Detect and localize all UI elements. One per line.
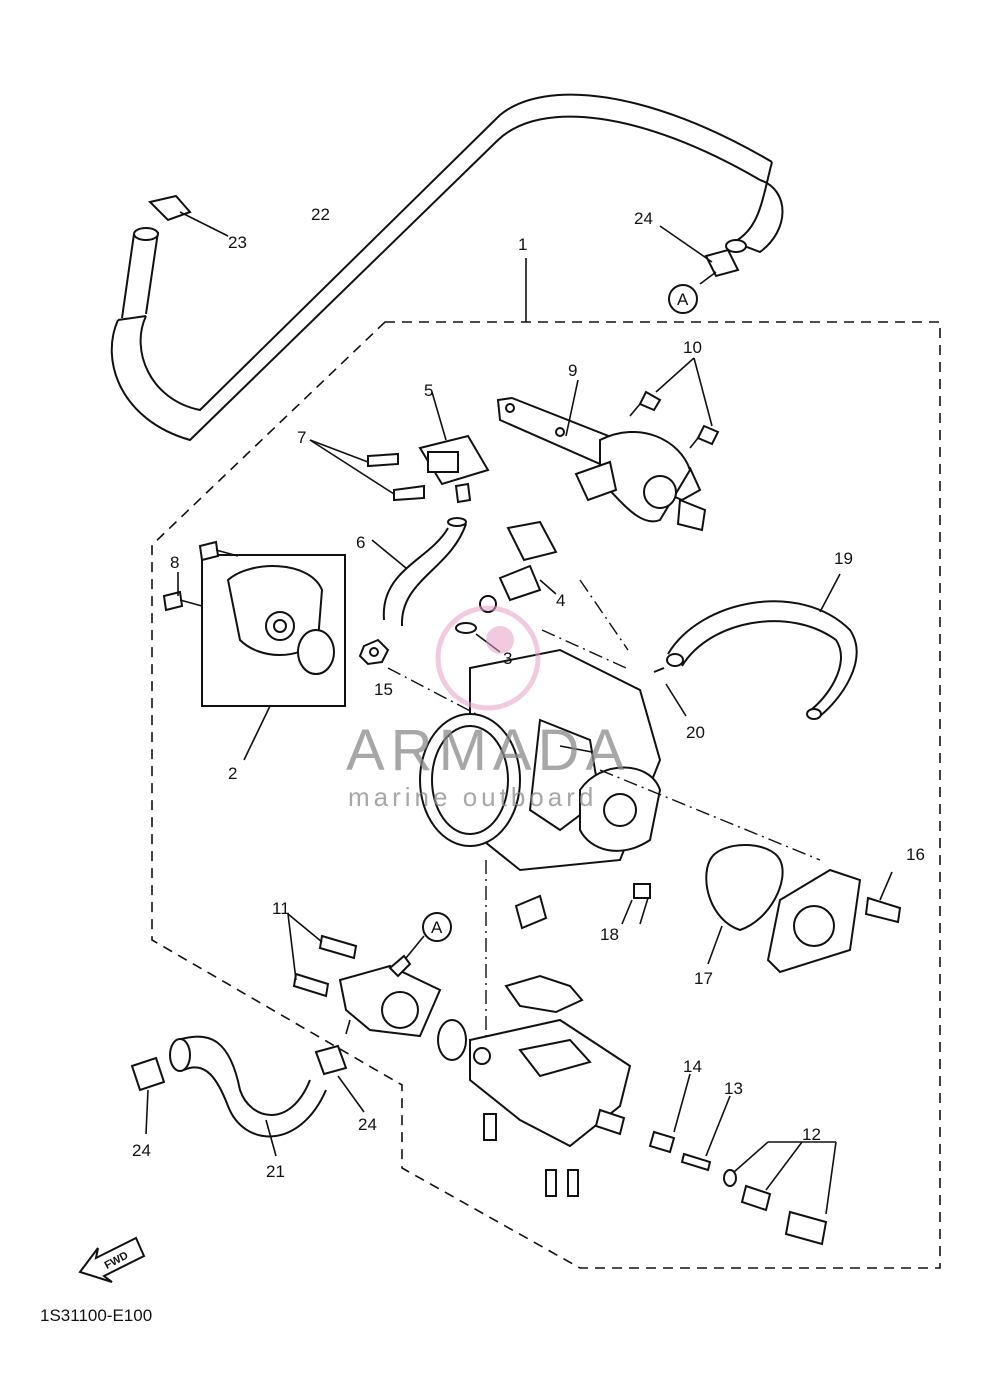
nut-15 <box>358 638 390 666</box>
idle-block <box>469 1018 632 1197</box>
callout-20: 20 <box>686 723 705 742</box>
cover-16 <box>766 868 902 974</box>
screws-7 <box>309 439 425 502</box>
ref-marker-a-lower-label: A <box>431 918 443 937</box>
callout-24-lower-left: 24 <box>132 1141 151 1160</box>
screws-10 <box>629 357 720 449</box>
callout-24-lower-right: 24 <box>358 1115 377 1134</box>
ref-marker-a-upper <box>668 284 698 314</box>
water-fitting <box>338 954 442 1038</box>
callout-24-upper: 24 <box>634 209 653 228</box>
gasket-17 <box>705 844 784 965</box>
callout-21: 21 <box>266 1162 285 1181</box>
callout-11: 11 <box>272 899 290 918</box>
screws-11 <box>287 913 358 998</box>
adjuster-12 <box>723 1141 837 1246</box>
spring-14 <box>648 1073 691 1154</box>
bracket-9 <box>496 396 707 532</box>
callout-19: 19 <box>834 549 853 568</box>
ref-marker-a-upper-label: A <box>677 290 689 309</box>
callout-6: 6 <box>356 533 365 552</box>
callout-17: 17 <box>694 969 713 988</box>
clip-23 <box>148 194 229 237</box>
ref-marker-a-lower <box>405 912 452 959</box>
callout-13: 13 <box>724 1079 743 1098</box>
leader-lines <box>525 258 633 925</box>
watermark-title: ARMADA <box>346 718 630 783</box>
hose-22 <box>110 93 784 442</box>
callout-15: 15 <box>374 680 393 699</box>
projection-lines <box>387 579 821 1050</box>
callout-12: 12 <box>802 1125 821 1144</box>
watermark-subtitle: marine outboard <box>348 782 597 812</box>
callout-5: 5 <box>424 381 433 400</box>
callout-14: 14 <box>683 1057 702 1076</box>
watermark <box>435 605 541 711</box>
callout-8: 8 <box>170 553 179 572</box>
hose-21 <box>169 1035 327 1157</box>
callout-16: 16 <box>906 845 925 864</box>
watermark-logo-icon <box>435 605 541 711</box>
o-ring-lower <box>437 1019 467 1061</box>
assembly-boundary <box>151 321 941 1269</box>
throttle-body-1 <box>419 648 662 930</box>
callout-23: 23 <box>228 233 247 252</box>
clip-24-upper <box>659 225 740 285</box>
injector-4 <box>479 520 558 613</box>
hose-19 <box>666 573 858 720</box>
lower-gasket <box>504 974 584 1014</box>
sensor-5 <box>418 391 490 504</box>
callout-3: 3 <box>503 649 512 668</box>
throttle-sensor-2 <box>201 554 346 761</box>
callout-2: 2 <box>228 764 237 783</box>
callout-7: 7 <box>297 428 306 447</box>
callout-22: 22 <box>311 205 330 224</box>
screws-8 <box>162 540 239 612</box>
pin-13 <box>680 1095 731 1172</box>
clip-24-lower-left <box>130 1056 166 1135</box>
callout-4: 4 <box>556 591 565 610</box>
pin-20 <box>653 667 687 717</box>
callout-9: 9 <box>568 361 577 380</box>
clip-24-lower-right <box>314 1044 365 1113</box>
callout-10: 10 <box>683 338 702 357</box>
callout-1: 1 <box>518 235 527 254</box>
callout-18: 18 <box>600 925 619 944</box>
drawing-code: 1S31100-E100 <box>40 1306 152 1325</box>
fwd-arrow-icon <box>78 1236 146 1283</box>
hose-6 <box>371 517 467 627</box>
fwd-label: FWD <box>103 1250 131 1272</box>
